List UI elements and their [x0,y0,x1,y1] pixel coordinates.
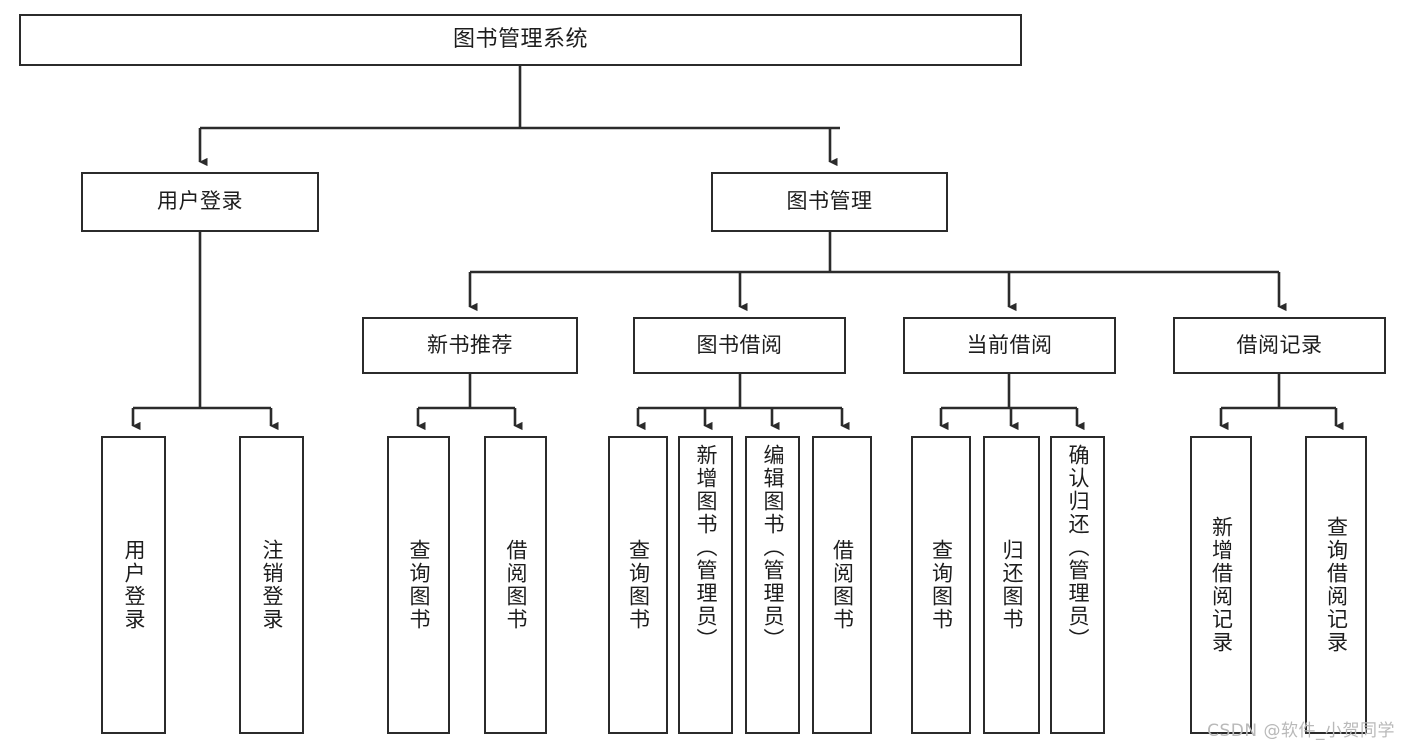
leaf-query-book-2[interactable]: 查询图书 [608,436,668,734]
node-user-login-label: 用户登录 [157,189,243,214]
leaf-query-record-label: 查询借阅记录 [1324,516,1349,654]
connector-group-user-login [131,232,279,431]
leaf-borrow-book-1-label: 借阅图书 [504,539,528,631]
leaf-add-book-label: 新增图书（管理员） [694,444,718,651]
leaf-confirm-return-label: 确认归还（管理员） [1066,444,1090,651]
leaf-user-logout[interactable]: 注销登录 [239,436,304,734]
leaf-query-book-3-label: 查询图书 [929,539,954,631]
leaf-edit-book-label: 编辑图书（管理员） [761,444,785,651]
leaf-edit-book[interactable]: 编辑图书（管理员） [745,436,800,734]
node-book-manage-label: 图书管理 [786,189,873,214]
node-new-book-rec[interactable]: 新书推荐 [362,317,578,374]
connector-group-new-book-rec [416,374,523,431]
node-root-label: 图书管理系统 [452,26,588,52]
node-user-login[interactable]: 用户登录 [81,172,319,232]
leaf-add-book[interactable]: 新增图书（管理员） [678,436,733,734]
leaf-return-book-label: 归还图书 [1000,539,1024,631]
leaf-user-logout-label: 注销登录 [260,539,284,631]
leaf-query-book-2-label: 查询图书 [626,539,651,631]
connector-group-current-borrow [939,374,1085,431]
connector-group-root [198,66,840,167]
connector-group-book-borrow [636,374,850,431]
leaf-confirm-return[interactable]: 确认归还（管理员） [1050,436,1105,734]
node-borrow-record-label: 借阅记录 [1236,332,1323,357]
leaf-query-book-1-label: 查询图书 [407,539,431,631]
leaf-return-book[interactable]: 归还图书 [983,436,1040,734]
leaf-add-record-label: 新增借阅记录 [1209,516,1234,654]
node-book-borrow-label: 图书借阅 [696,332,783,357]
csdn-watermark: CSDN @软件_小贺同学 [1207,721,1395,741]
node-book-manage[interactable]: 图书管理 [711,172,948,232]
leaf-borrow-book-1[interactable]: 借阅图书 [484,436,547,734]
leaf-borrow-book-2-label: 借阅图书 [830,539,855,631]
node-new-book-rec-label: 新书推荐 [427,332,513,357]
leaf-user-login[interactable]: 用户登录 [101,436,166,734]
connector-group-book-manage [468,232,1287,312]
leaf-user-login-label: 用户登录 [122,539,146,631]
leaf-query-record[interactable]: 查询借阅记录 [1305,436,1367,734]
leaf-borrow-book-2[interactable]: 借阅图书 [812,436,872,734]
node-borrow-record[interactable]: 借阅记录 [1173,317,1386,374]
node-book-borrow[interactable]: 图书借阅 [633,317,846,374]
node-current-borrow-label: 当前借阅 [966,332,1053,357]
node-root[interactable]: 图书管理系统 [19,14,1022,66]
connector-group-borrow-record [1219,374,1344,431]
node-current-borrow[interactable]: 当前借阅 [903,317,1116,374]
leaf-add-record[interactable]: 新增借阅记录 [1190,436,1252,734]
leaf-query-book-3[interactable]: 查询图书 [911,436,971,734]
leaf-query-book-1[interactable]: 查询图书 [387,436,450,734]
